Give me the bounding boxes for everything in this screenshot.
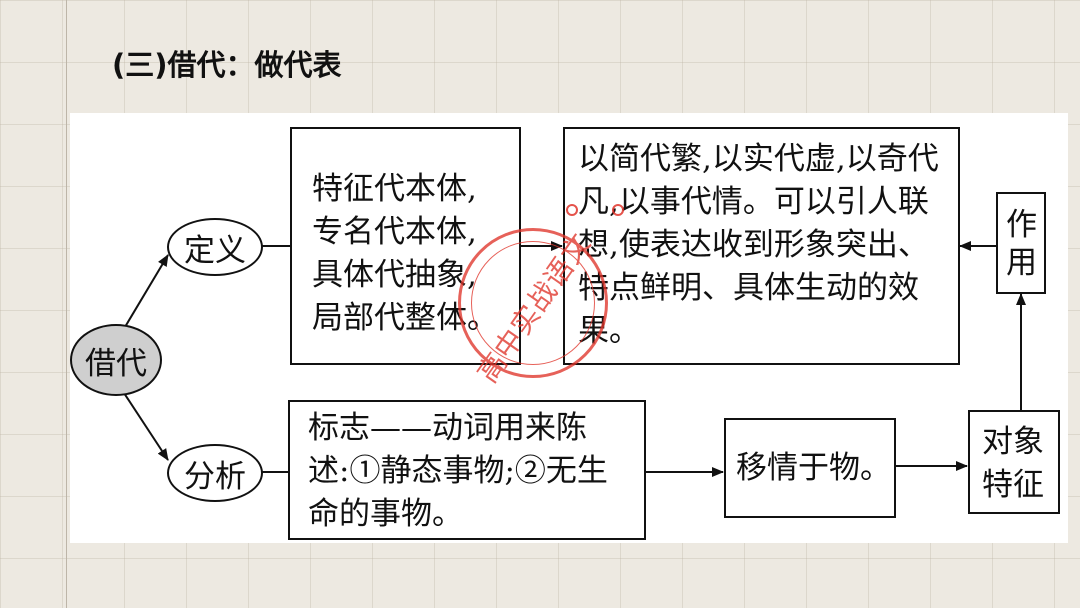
function-box: 作用 <box>996 192 1046 294</box>
root-node: 借代 <box>70 324 162 396</box>
transfer-box: 移情于物。 <box>724 418 896 518</box>
page-margin-line <box>66 0 67 608</box>
effect-text: 以简代繁,以实代虚,以奇代凡,以事代情。可以引人联想,使表达收到形象突出、特点鲜… <box>578 141 939 349</box>
watermark-stamp-inner-ring <box>471 241 595 365</box>
root-label: 借代 <box>85 345 147 382</box>
analysis-label: 分析 <box>184 458 246 495</box>
object-box: 对象特征 <box>968 410 1060 514</box>
analysis-text: 标志——动词用来陈述:①静态事物;②无生命的事物。 <box>308 410 608 532</box>
effect-box: 以简代繁,以实代虚,以奇代凡,以事代情。可以引人联想,使表达收到形象突出、特点鲜… <box>563 127 960 365</box>
watermark-dot <box>566 204 578 216</box>
definition-label: 定义 <box>184 232 246 269</box>
page-title: (三)借代：做代表 <box>112 48 342 82</box>
definition-text: 特征代本体,专名代本体,具体代抽象,局部代整体。 <box>312 171 498 336</box>
watermark-stamp: 高中实战语文 <box>458 227 608 389</box>
watermark-dot <box>612 204 624 216</box>
analysis-node: 分析 <box>167 444 263 502</box>
function-text: 作用 <box>1006 207 1037 281</box>
transfer-text: 移情于物。 <box>736 450 891 486</box>
definition-node: 定义 <box>167 218 263 276</box>
analysis-box: 标志——动词用来陈述:①静态事物;②无生命的事物。 <box>288 400 646 540</box>
object-text: 对象特征 <box>982 424 1044 503</box>
